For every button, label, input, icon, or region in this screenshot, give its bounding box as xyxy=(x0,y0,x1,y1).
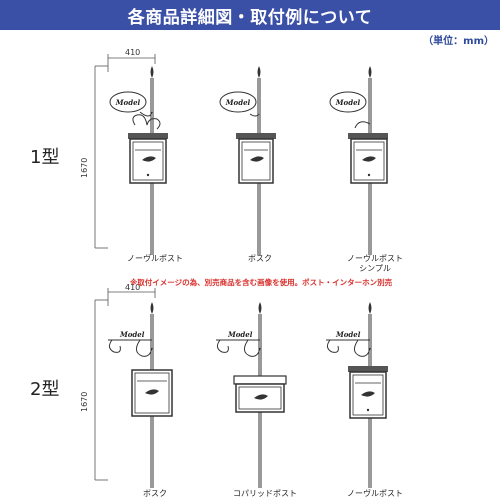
sign-text: Model xyxy=(335,330,361,339)
page-title: 各商品詳細図・取付例について xyxy=(127,8,373,28)
type2-post-copalid: Model xyxy=(216,302,287,488)
finial-icon xyxy=(257,66,261,78)
type1-label: 1型 xyxy=(30,147,60,168)
type2-label: 2型 xyxy=(30,379,60,400)
type1-dimension-lines xyxy=(94,54,156,249)
header-bar: 各商品詳細図・取付例について xyxy=(0,0,500,30)
finial-icon xyxy=(258,302,262,314)
type2-post-bosk: Model xyxy=(108,302,173,488)
finial-icon xyxy=(368,66,372,78)
type1-post-bosk: Model xyxy=(219,66,276,255)
sign-text: Model xyxy=(335,98,361,107)
type2-caption-2: コパリッドポスト xyxy=(233,489,297,498)
type2-post-noble: Model xyxy=(326,302,388,488)
type1-post-noble-simple: Model xyxy=(329,66,388,255)
model-sign-icon xyxy=(109,91,147,113)
type1-post-noble: Model xyxy=(109,66,168,255)
sign-text: Model xyxy=(227,330,253,339)
model-sign-icon xyxy=(219,91,257,113)
type2-caption-3: ノーヴルポスト xyxy=(347,489,403,498)
type2-dimension-lines xyxy=(94,288,156,481)
type1-caption-1: ノーヴルポスト xyxy=(127,254,183,263)
type2-caption-1: ボスク xyxy=(143,489,167,498)
bracket-icon xyxy=(108,339,153,357)
finial-icon xyxy=(368,302,372,314)
sign-text: Model xyxy=(225,98,251,107)
finial-icon xyxy=(150,66,154,78)
bracket-icon xyxy=(216,339,261,357)
note-text: ※取付イメージの為、別売商品を含む画像を使用。ポスト・インターホン別売 xyxy=(130,278,393,287)
type1-dim-width: 410 xyxy=(125,48,141,57)
sign-text: Model xyxy=(119,330,145,339)
mailbox-icon xyxy=(131,369,173,417)
sign-text: Model xyxy=(115,98,141,107)
type1-caption-2: ボスク xyxy=(248,254,272,263)
model-sign-icon xyxy=(329,91,367,113)
type1-caption-3: ノーヴルポスト シンプル xyxy=(347,254,403,273)
type2-dim-width: 410 xyxy=(125,283,141,292)
bracket-icon xyxy=(326,339,371,357)
unit-label: （単位：mm） xyxy=(423,36,494,47)
finial-icon xyxy=(150,302,154,314)
